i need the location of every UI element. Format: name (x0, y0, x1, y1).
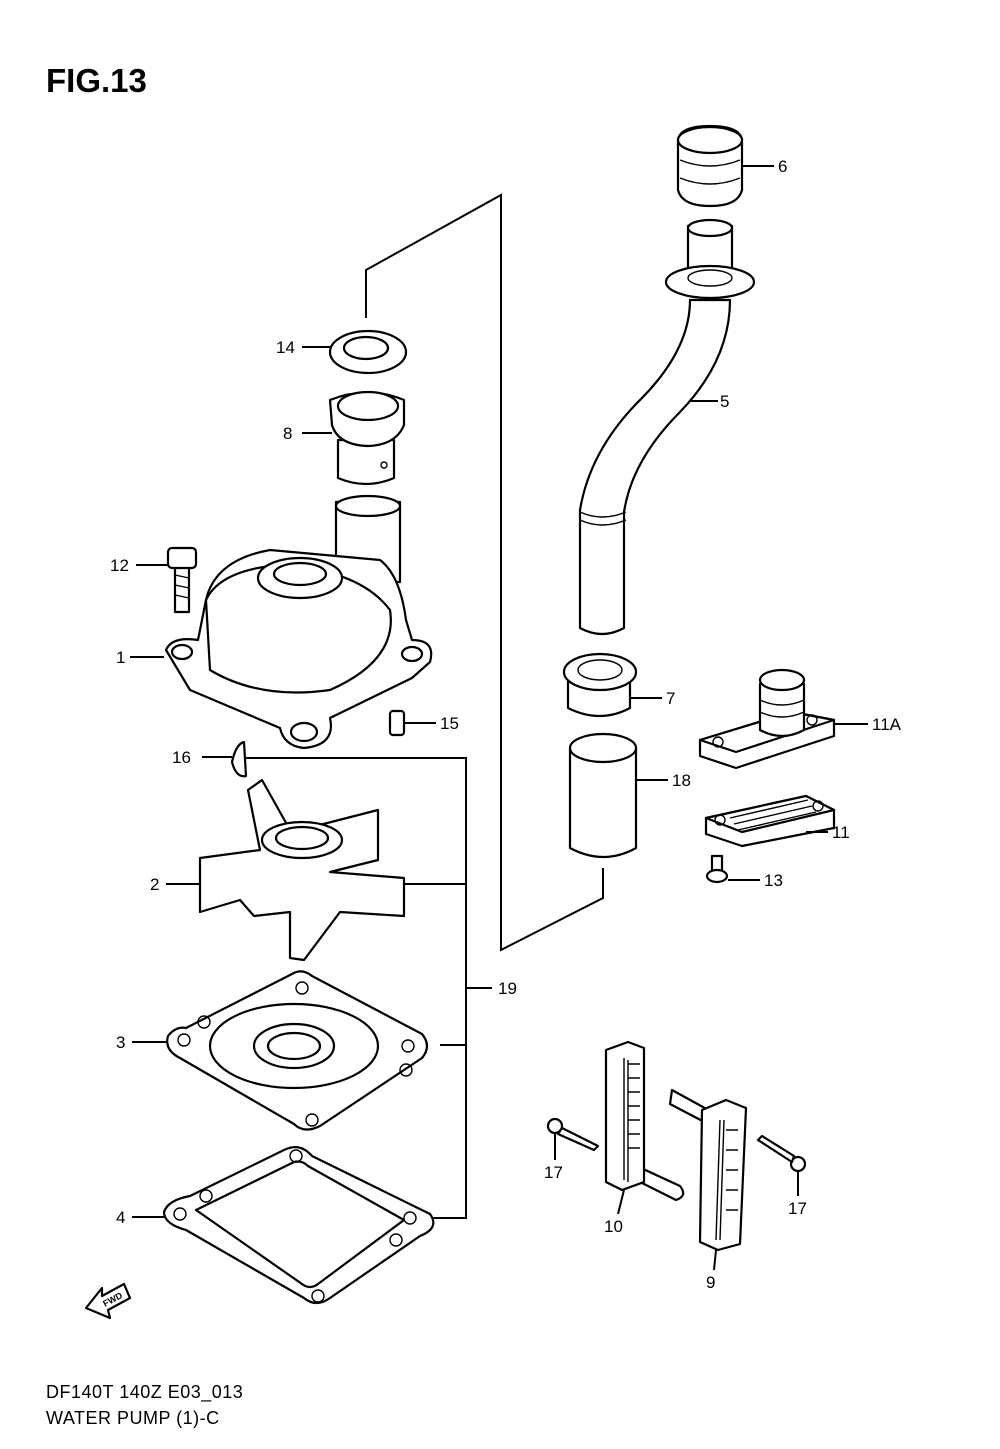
callout-13: 13 (764, 871, 783, 890)
part-9-holder (668, 1088, 748, 1252)
part-17-screw-left (546, 1117, 600, 1152)
callout-17-right: 17 (788, 1199, 807, 1218)
callout-14: 14 (276, 338, 295, 357)
part-14-seal (328, 329, 408, 375)
part-12-bolt (166, 546, 198, 614)
callout-19: 19 (498, 979, 517, 998)
part-3-pump-plate (166, 970, 429, 1131)
part-8-bushing (328, 390, 406, 486)
part-16-key (230, 740, 248, 778)
part-2-impeller (198, 778, 406, 962)
part-18-sleeve (568, 732, 638, 858)
figure-code: DF140T 140Z E03_013 (46, 1382, 244, 1402)
callout-18: 18 (672, 771, 691, 790)
callout-7: 7 (666, 689, 675, 708)
part-7-grommet (562, 652, 638, 718)
callout-8: 8 (283, 424, 292, 443)
figure-subtitle: WATER PUMP (1)-C (46, 1408, 220, 1428)
part-13-screw (705, 854, 729, 884)
part-15-pin (388, 709, 406, 737)
callout-5: 5 (720, 392, 729, 411)
part-10-holder (604, 1040, 685, 1202)
part-17-screw-right (756, 1134, 807, 1173)
callout-1: 1 (116, 648, 125, 667)
bracket-line-14-18 (365, 193, 604, 952)
part-11-filter (704, 794, 836, 848)
callout-11: 11 (832, 823, 850, 842)
callout-11a: 11A (872, 715, 902, 734)
callout-3: 3 (116, 1033, 125, 1052)
page-title: FIG.13 (46, 62, 147, 99)
part-5-water-tube (578, 218, 756, 636)
callout-17-left: 17 (544, 1163, 563, 1182)
callout-12: 12 (110, 556, 129, 575)
callout-15: 15 (440, 714, 459, 733)
part-1-pump-case (164, 494, 433, 750)
leader-lines (130, 165, 868, 1271)
callout-6: 6 (778, 157, 787, 176)
callout-10: 10 (604, 1217, 623, 1236)
callout-2: 2 (150, 875, 159, 894)
callout-9: 9 (706, 1273, 715, 1292)
bracket-line-19 (245, 757, 492, 1219)
callout-4: 4 (116, 1208, 125, 1227)
part-11a-filter-cover (698, 668, 836, 770)
part-4-gasket (162, 1145, 435, 1305)
callout-16: 16 (172, 748, 191, 767)
fwd-arrow-icon: FWD (84, 1282, 132, 1320)
callout-labels: 1 2 3 4 5 6 7 8 9 10 11 11A 12 13 14 15 … (110, 157, 902, 1292)
part-6-grommet (676, 124, 744, 208)
